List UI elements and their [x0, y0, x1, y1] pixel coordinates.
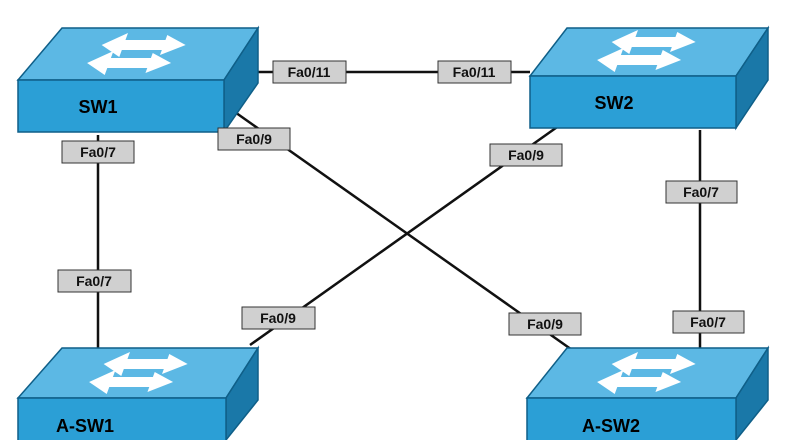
switch-sw2-top	[528, 27, 770, 77]
switch-sw1-front	[17, 79, 225, 133]
svg-text:Fa0/9: Fa0/9	[508, 147, 544, 163]
switch-asw2-front	[526, 397, 737, 440]
port-label-asw2-fa0-9: Fa0/9	[508, 312, 582, 336]
switch-label-sw2: SW2	[594, 93, 633, 113]
svg-text:Fa0/11: Fa0/11	[453, 64, 496, 80]
switch-asw2-side	[735, 345, 769, 440]
switch-asw1-top	[16, 347, 260, 399]
port-label-sw2-fa0-11: Fa0/11	[437, 60, 512, 84]
port-label-sw2-fa0-9: Fa0/9	[489, 143, 563, 167]
switch-label-sw1: SW1	[78, 97, 117, 117]
switch-label-asw1: A-SW1	[56, 416, 114, 436]
svg-text:Fa0/7: Fa0/7	[80, 144, 116, 160]
switch-sw2-front	[529, 75, 737, 129]
port-label-sw1-fa0-9: Fa0/9	[217, 127, 291, 151]
port-label-sw1-fa0-11: Fa0/11	[272, 60, 347, 84]
svg-text:Fa0/9: Fa0/9	[260, 310, 296, 326]
switch-sw1[interactable]: SW1	[16, 25, 260, 135]
svg-text:Fa0/7: Fa0/7	[76, 273, 112, 289]
svg-text:Fa0/9: Fa0/9	[527, 316, 563, 332]
switch-asw2-top	[525, 347, 770, 399]
svg-text:Fa0/7: Fa0/7	[683, 184, 719, 200]
switch-sw1-top	[16, 27, 260, 81]
svg-text:Fa0/11: Fa0/11	[288, 64, 331, 80]
switch-asw1-front	[17, 397, 227, 440]
svg-text:Fa0/7: Fa0/7	[690, 314, 726, 330]
switch-asw2[interactable]: A-SW2	[525, 345, 770, 440]
switch-label-asw2: A-SW2	[582, 416, 640, 436]
switch-asw1[interactable]: A-SW1	[16, 345, 260, 440]
port-label-asw2-fa0-7: Fa0/7	[672, 310, 745, 334]
switch-asw1-side	[225, 345, 259, 440]
switch-sw2[interactable]: SW2	[528, 25, 770, 131]
port-label-sw1-fa0-7: Fa0/7	[61, 140, 135, 164]
port-label-asw1-fa0-7: Fa0/7	[57, 269, 132, 293]
port-label-asw1-fa0-9: Fa0/9	[241, 306, 316, 330]
svg-text:Fa0/9: Fa0/9	[236, 131, 272, 147]
port-label-sw2-fa0-7: Fa0/7	[665, 180, 738, 204]
port-labels: Fa0/11 Fa0/11 Fa0/7 Fa0/7 Fa0/7 Fa0/7 Fa…	[57, 60, 745, 336]
